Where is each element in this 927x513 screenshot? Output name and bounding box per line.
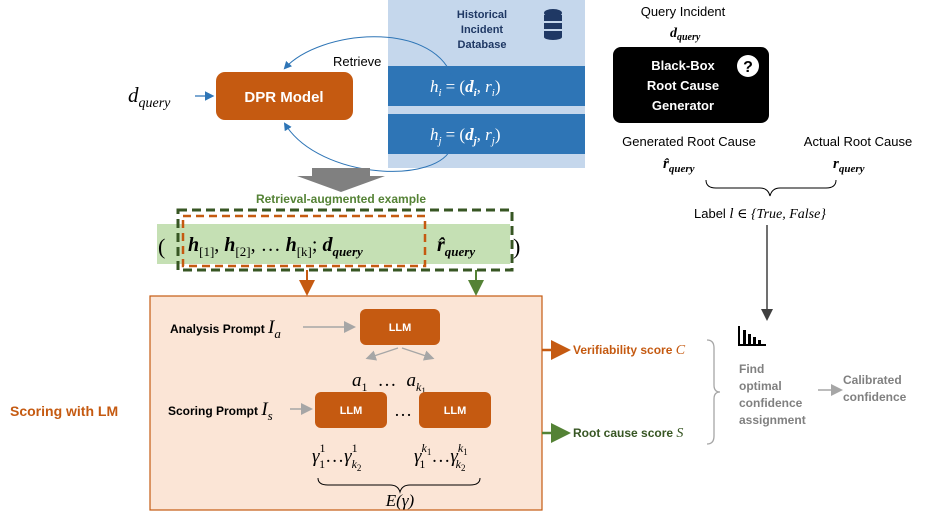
actual-root-cause-label: Actual Root Cause — [804, 134, 912, 149]
find-line3: confidence — [739, 396, 803, 410]
hi-row — [388, 66, 585, 106]
a-values: a1…ak1 — [352, 370, 426, 396]
retrieve-label: Retrieve — [333, 54, 381, 69]
retrieve-arc-top — [283, 36, 453, 77]
llm-analysis-box — [360, 309, 440, 345]
retrieval-formula: h[1], h[2], … h[k]; dquery — [188, 234, 363, 259]
retrieval-green-fill — [157, 224, 510, 264]
calibrated-line2: confidence — [843, 390, 907, 404]
find-line4: assignment — [739, 413, 806, 427]
query-incident-var: dquery — [670, 26, 701, 43]
llm-analysis-label: LLM — [389, 322, 412, 334]
retrieval-title: Retrieval-augmented example — [256, 192, 426, 206]
d-query-input: dquery — [128, 83, 171, 111]
query-incident-label: Query Incident — [641, 4, 726, 19]
analysis-prompt-label: Analysis Prompt Ia — [170, 317, 281, 341]
database-icon — [544, 9, 562, 40]
split-arrow-right — [401, 347, 435, 361]
retrieval-open-paren: ( — [158, 234, 165, 259]
blackbox-title-line3: Generator — [652, 98, 714, 113]
database-title-line2: Incident — [461, 24, 504, 36]
retrieval-dark-green-dash — [176, 208, 514, 272]
retrieval-close-paren: ) — [513, 234, 520, 259]
scoring-section-label: Scoring with LM — [10, 403, 118, 419]
root-cause-label: Root cause score S — [573, 426, 683, 441]
label-text: Label l ∈ {True, False} — [694, 206, 826, 222]
dpr-model-box — [216, 72, 353, 120]
verifiability-label: Verifiability score C — [573, 343, 686, 358]
blackbox-title-line1: Black-Box — [651, 58, 715, 73]
llm-dots: … — [394, 400, 412, 420]
question-icon — [737, 55, 759, 77]
generated-root-cause-label: Generated Root Cause — [622, 134, 756, 149]
gray-down-arrow — [297, 168, 385, 192]
blackbox-title-line2: Root Cause — [647, 78, 719, 93]
find-line1: Find — [739, 362, 764, 376]
hi-formula: hi= (di, ri) — [430, 77, 500, 99]
hj-formula: hj= (dj, rj) — [430, 125, 500, 147]
retrieval-orange-dash — [181, 214, 427, 268]
bar-chart-icon — [738, 326, 766, 346]
calibrated-line1: Calibrated — [843, 373, 902, 387]
question-mark: ? — [743, 59, 753, 76]
llm-scoring-left-label: LLM — [340, 405, 363, 417]
llm-scoring-box-right — [419, 392, 491, 428]
llm-scoring-box-left — [315, 392, 387, 428]
expectation-label: E(γ) — [385, 491, 415, 510]
blackbox-generator — [613, 47, 769, 123]
database-title-line1: Historical — [457, 9, 507, 21]
llm-scoring-right-label: LLM — [444, 405, 467, 417]
gamma-brace — [317, 477, 481, 494]
retrieval-r-hat: r̂query — [437, 234, 475, 259]
database-title-line3: Database — [458, 39, 507, 51]
actual-root-cause-var: rquery — [833, 156, 865, 175]
dpr-model-label: DPR Model — [244, 89, 323, 106]
scores-bracket — [706, 339, 721, 445]
generated-root-cause-var: r̂query — [663, 156, 695, 175]
scoring-prompt-label: Scoring Prompt Is — [168, 399, 273, 423]
split-arrow-left — [365, 347, 399, 361]
hj-row — [388, 114, 585, 154]
label-brace — [705, 179, 837, 197]
find-line2: optimal — [739, 379, 782, 393]
retrieve-arc-bottom — [283, 122, 453, 172]
